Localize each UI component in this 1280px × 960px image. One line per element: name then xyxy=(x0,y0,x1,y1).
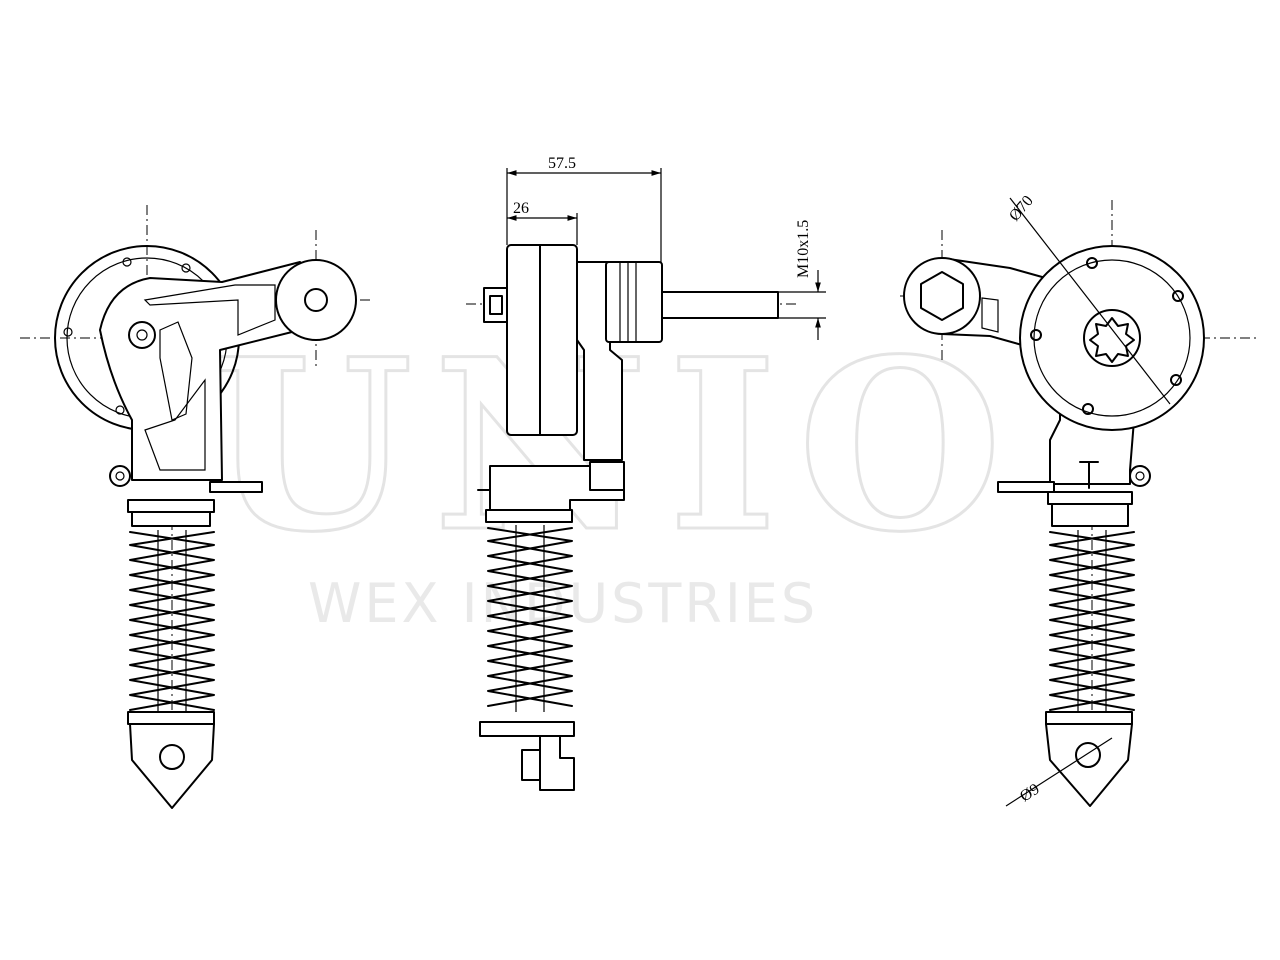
right-spring-coils xyxy=(1049,531,1135,711)
left-pulley-bolt xyxy=(122,257,132,267)
dim-thread: M10x1.5 xyxy=(795,220,812,278)
right-pulley-bolt xyxy=(1082,403,1094,415)
left-stop-tab xyxy=(209,481,263,493)
left-pulley-bolt xyxy=(115,405,125,415)
left-pivot-bolt-center xyxy=(136,329,148,341)
center-stud-body xyxy=(605,261,663,343)
dim-pulley-width: 26 xyxy=(513,200,529,217)
right-side-lug xyxy=(1129,465,1151,487)
left-side-lug-hole xyxy=(115,471,125,481)
right-side-lug-hole xyxy=(1135,471,1145,481)
dim-leader-pulley xyxy=(1009,197,1171,405)
left-lower-eye-hole xyxy=(159,744,185,770)
center-bolt-flange xyxy=(489,295,503,315)
left-spring-seat-lower xyxy=(131,511,211,527)
left-arm-rib xyxy=(144,378,206,471)
center-lower-mount-tab xyxy=(521,749,541,781)
right-spring-seat xyxy=(1047,491,1133,505)
right-pulley-bolt xyxy=(1030,329,1042,341)
left-pulley-bolt xyxy=(63,327,73,337)
center-lower-mount xyxy=(539,735,575,791)
left-view xyxy=(20,205,372,809)
right-stop-tab xyxy=(997,481,1055,493)
center-pulley xyxy=(506,244,578,436)
dim-leader-hole xyxy=(1005,737,1113,807)
center-spring-coils-back xyxy=(487,527,573,707)
dim-pulley-diameter: Ø70 xyxy=(1006,193,1037,225)
right-pulley-bolt xyxy=(1172,290,1184,302)
right-pulley-outer xyxy=(1019,245,1205,431)
right-lower-eye-hole xyxy=(1075,742,1101,768)
right-view: Ø70 Ø9 xyxy=(900,193,1260,807)
right-lower-eye xyxy=(1045,723,1133,807)
left-arm-body xyxy=(99,261,301,481)
left-idler-eye xyxy=(275,259,357,341)
center-stud-shaft xyxy=(661,291,779,319)
left-spring-coils xyxy=(129,531,215,711)
left-arm-web xyxy=(143,284,276,336)
left-arm-slot xyxy=(159,321,193,421)
right-pulley-rim xyxy=(1033,259,1191,417)
left-pulley-bolt xyxy=(181,263,191,273)
left-spring-seat xyxy=(127,499,215,513)
right-pulley-bolt xyxy=(1086,257,1098,269)
left-spring-coils-back xyxy=(129,531,215,711)
left-pivot-bolt xyxy=(128,321,156,349)
right-spring-seat-lower xyxy=(1051,503,1129,527)
right-hub xyxy=(1083,309,1141,367)
right-arm-slot xyxy=(981,297,999,333)
center-view: 57.5 26 M10x1.5 xyxy=(466,155,826,791)
right-hex-socket xyxy=(920,271,964,321)
center-spring-seat xyxy=(485,509,573,523)
right-lower-seat xyxy=(1045,711,1133,725)
left-lower-seat xyxy=(127,711,215,725)
center-lower-seat xyxy=(479,721,575,737)
right-spring-coils-back xyxy=(1049,531,1135,711)
dim-overall-depth: 57.5 xyxy=(548,155,576,172)
right-hex-eye xyxy=(903,257,981,335)
left-side-lug xyxy=(109,465,131,487)
left-lower-eye xyxy=(129,723,215,809)
left-idler-hole xyxy=(304,288,328,312)
center-spring-coils xyxy=(487,527,573,707)
center-base-tab xyxy=(589,461,625,491)
torx-socket-icon xyxy=(1089,317,1135,363)
right-pulley-bolt xyxy=(1170,374,1182,386)
